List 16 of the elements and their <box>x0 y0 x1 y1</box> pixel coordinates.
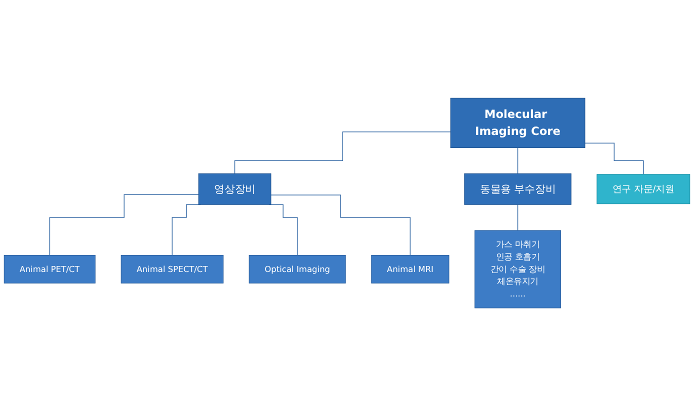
node-box: Animal MRI <box>371 254 450 284</box>
node-box: 연구 자문/지원 <box>596 174 690 204</box>
node-box: Molecular Imaging Core <box>450 98 586 148</box>
node-box: Optical Imaging <box>248 254 346 284</box>
connector <box>49 194 199 256</box>
connector <box>517 204 518 231</box>
connector <box>270 194 411 256</box>
node-box: Animal SPECT/CT <box>120 254 224 284</box>
node-box: 영상장비 <box>198 173 272 205</box>
node-box: Animal PET/CT <box>4 254 96 284</box>
connector <box>234 131 451 174</box>
connector <box>268 204 298 256</box>
connector <box>584 142 644 175</box>
node-box: 가스 마취기 인공 호흡기 간이 수술 장비 체온유지기 ...... <box>474 230 561 308</box>
connector <box>517 147 518 174</box>
node-box: 동물용 부수장비 <box>464 173 572 205</box>
